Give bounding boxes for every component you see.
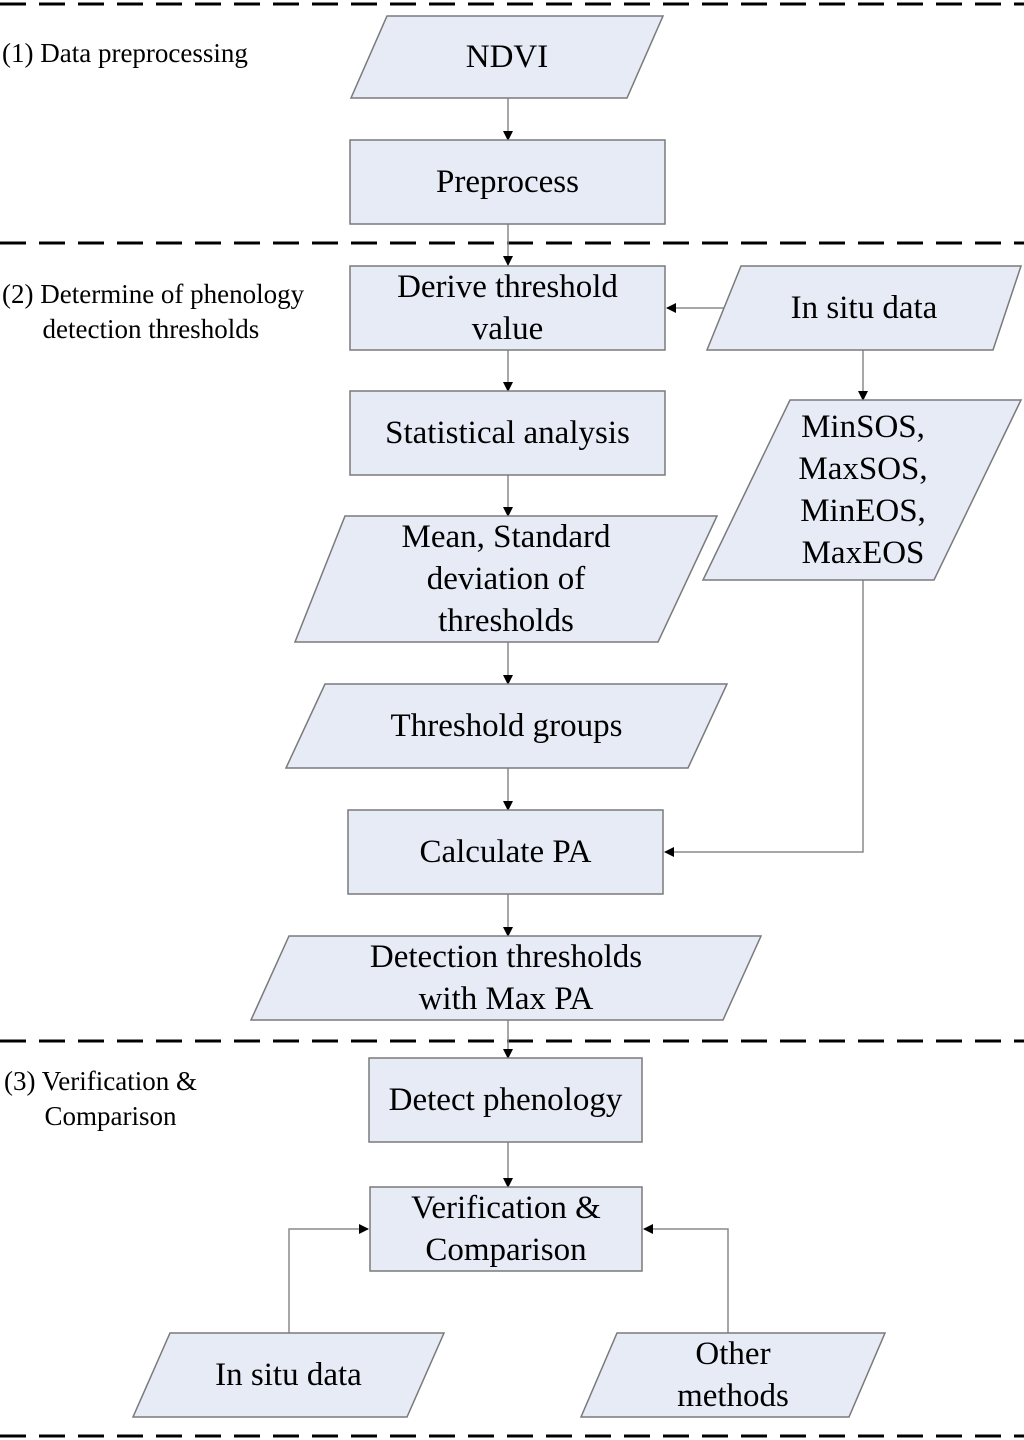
detectpheno-shape [368,1057,643,1143]
node-threshold-groups: Threshold groups [390,708,623,744]
node-insitu-data-bottom: In situ data [215,1357,362,1393]
derive-shape [349,265,666,351]
arrow-insitu-to-verification [288,1224,369,1333]
node-calculate-pa: Calculate PA [419,834,592,870]
detection-shape [249,935,763,1021]
node-detect-phenology: Detect phenology [388,1082,623,1118]
insitu-bottom-shape [131,1332,446,1418]
ndvi-shape [349,15,665,99]
groups-shape [284,683,729,769]
preprocess-shape [349,139,666,225]
calcpa-shape [347,809,664,895]
node-min-max-sos-eos: MinSOS, MaxSOS, MinEOS, MaxEOS [798,409,928,571]
insitu-top-shape [705,265,1023,351]
mean-sd-shape [293,515,719,643]
node-other-methods: Other methods [677,1336,789,1414]
section-label-data-preprocessing: (1) Data preprocessing [2,38,248,68]
section-label-determine-thresholds: (2) Determine of phenology detection thr… [2,279,305,344]
arrow-othermethods-to-verification [643,1224,729,1333]
node-derive-threshold: Derive threshold value [397,269,618,347]
node-preprocess: Preprocess [436,164,579,200]
node-ndvi: NDVI [465,39,549,75]
node-verification-comparison: Verification & Comparison [411,1190,601,1268]
node-statistical-analysis: Statistical analysis [385,415,630,451]
arrow-minmax-to-calcpa [664,580,864,857]
stats-shape [349,390,666,476]
minmax-shape [701,399,1023,581]
node-detection-thresholds: Detection thresholds with Max PA [369,939,643,1017]
section-label-verification: (3) Verification & Comparison [4,1066,197,1131]
verification-shape [369,1186,643,1272]
othermethods-shape [579,1332,887,1418]
node-shapes [131,15,1023,1418]
node-mean-std-thresholds: Mean, Standard deviation of thresholds [401,519,611,639]
connectors [288,98,868,1333]
node-insitu-data-top: In situ data [790,290,938,326]
